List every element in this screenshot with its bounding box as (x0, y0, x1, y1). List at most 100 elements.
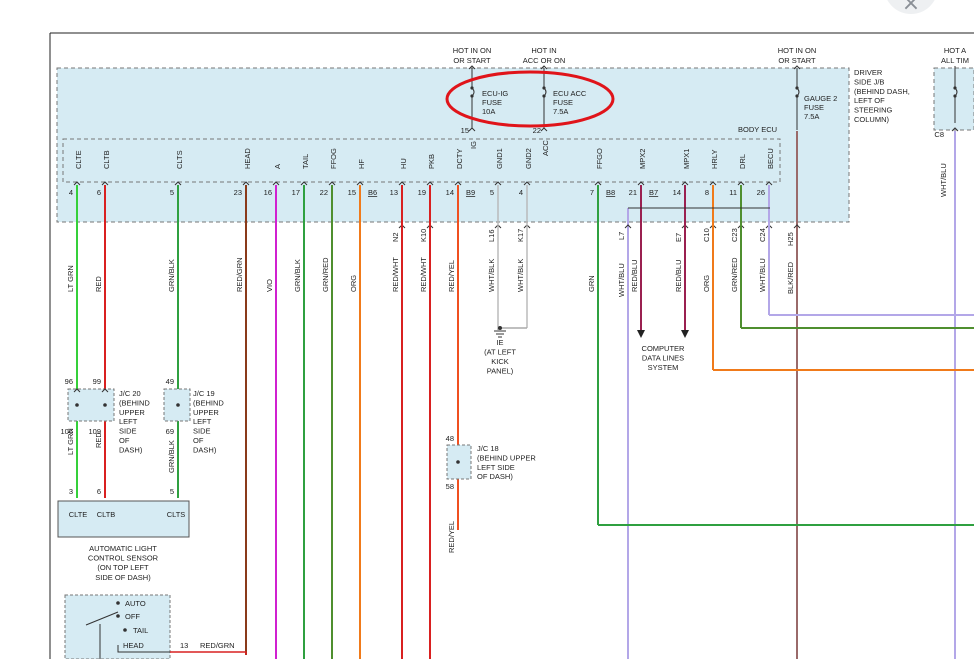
terminal-name: TAIL (301, 154, 310, 169)
wire-label: ORG (349, 275, 358, 292)
fuse-dot (542, 94, 546, 98)
sensor-terminal: CLTE (69, 510, 88, 519)
jc-label: J/C 18 (477, 444, 499, 453)
terminal-pin: 17 (292, 188, 300, 197)
wire-label: GRN/RED (321, 257, 330, 292)
switch-position: TAIL (133, 626, 148, 635)
fuse-label: 7.5A (553, 107, 568, 116)
feed-pin (540, 65, 548, 70)
jc-label: SIDE (193, 427, 211, 436)
sensor-label: SIDE OF DASH) (95, 573, 151, 582)
jc-pin: 48 (446, 434, 454, 443)
sensor-pin: 6 (97, 487, 101, 496)
jc-label: J/C 20 (119, 389, 141, 398)
pin-mark (951, 127, 959, 132)
terminal-pin: 15 (348, 188, 356, 197)
jc-label: DASH) (193, 445, 217, 454)
wire-label: RED/BLU (630, 259, 639, 292)
fuse-dot (470, 94, 474, 98)
terminal-name: FFOG (329, 148, 338, 169)
fuse-dot (953, 86, 957, 90)
fuse-label: FUSE (482, 98, 502, 107)
ground-label: (AT LEFT (484, 348, 516, 357)
jc-label: LEFT (193, 417, 212, 426)
feed-label: HOT IN (531, 46, 556, 55)
pin-mark (328, 181, 336, 186)
wire-label: RED (94, 276, 103, 292)
wire-label: ORG (702, 275, 711, 292)
pin-mark (101, 181, 109, 186)
fuse-dot (953, 94, 957, 98)
jc-label: LEFT SIDE (477, 463, 515, 472)
fuse-dot (795, 94, 799, 98)
pin-mark (540, 127, 548, 132)
fuse-dot (795, 86, 799, 90)
feed-label: ACC OR ON (523, 56, 566, 65)
fuse-pin-name: ACC (541, 140, 550, 156)
fuse-label: 7.5A (804, 112, 819, 121)
pin-mark (793, 224, 801, 229)
arrow-down (637, 330, 645, 338)
jc-pin: 49 (166, 377, 174, 386)
light-sensor-box (57, 500, 190, 538)
wire-label: WHT/BLK (487, 259, 496, 292)
feed-pin (793, 65, 801, 70)
jc-label: DASH) (119, 445, 143, 454)
pin-mark (356, 181, 364, 186)
fuse-label: ECU-IG (482, 89, 508, 98)
junction-dot (103, 403, 107, 407)
wire-label: RED/BLU (674, 259, 683, 292)
pin-mark (709, 181, 717, 186)
jc-label: UPPER (119, 408, 145, 417)
wire-label: WHT/BLU (617, 263, 626, 297)
wire-label: GRN (587, 275, 596, 292)
wire-label: GRN/RED (730, 257, 739, 292)
sensor-terminal: CLTB (97, 510, 116, 519)
wire-label: LT GRN (66, 265, 75, 292)
wire-label: WHT/BLU (939, 163, 948, 197)
jc-label: OF (119, 436, 130, 445)
pin-mark (426, 181, 434, 186)
pin-mark (681, 181, 689, 186)
wire-label: RED/YEL (447, 521, 456, 553)
fuse-label: ECU ACC (553, 89, 587, 98)
wire-label: GRN/BLK (167, 440, 176, 473)
terminal-name: CLTE (74, 150, 83, 169)
body-ecu-label: BODY ECU (738, 125, 777, 134)
wire-label: RED (94, 432, 103, 448)
jc-label: UPPER (193, 408, 219, 417)
terminal-pin: 22 (320, 188, 328, 197)
terminal-pin: 13 (390, 188, 398, 197)
feed-pin (468, 65, 476, 70)
switch-position: AUTO (125, 599, 146, 608)
junction-dot (176, 403, 180, 407)
switch-position: OFF (125, 612, 140, 621)
terminal-name: PKB (427, 154, 436, 169)
switch-position: HEAD (123, 641, 144, 650)
terminal-name: CLTS (175, 150, 184, 169)
close-icon: × (901, 0, 921, 16)
connector-label: B9 (466, 188, 475, 197)
fuse-dot (470, 86, 474, 90)
switch-contact (123, 628, 127, 632)
terminal-name: FFGO (595, 148, 604, 169)
pin-mark (765, 181, 773, 186)
jc20-box (67, 388, 115, 422)
pin-mark (242, 181, 250, 186)
wire-label: VIO (265, 279, 274, 292)
fuse-pin-number: 15 (461, 126, 469, 135)
sensor-terminal: CLTS (167, 510, 186, 519)
fuse-pin-name: IG (469, 141, 478, 149)
switch-arm (85, 611, 119, 626)
pin-mark (624, 224, 632, 229)
driver-side-jb-box (56, 67, 850, 223)
terminal-name: MPX2 (638, 149, 647, 169)
terminal-pin: 23 (234, 188, 242, 197)
pin-mark (737, 181, 745, 186)
data-lines-label: DATA LINES (642, 354, 684, 363)
connector-label: H25 (786, 232, 795, 246)
wire-head-route (170, 651, 247, 655)
terminal-name: HRLY (710, 150, 719, 169)
